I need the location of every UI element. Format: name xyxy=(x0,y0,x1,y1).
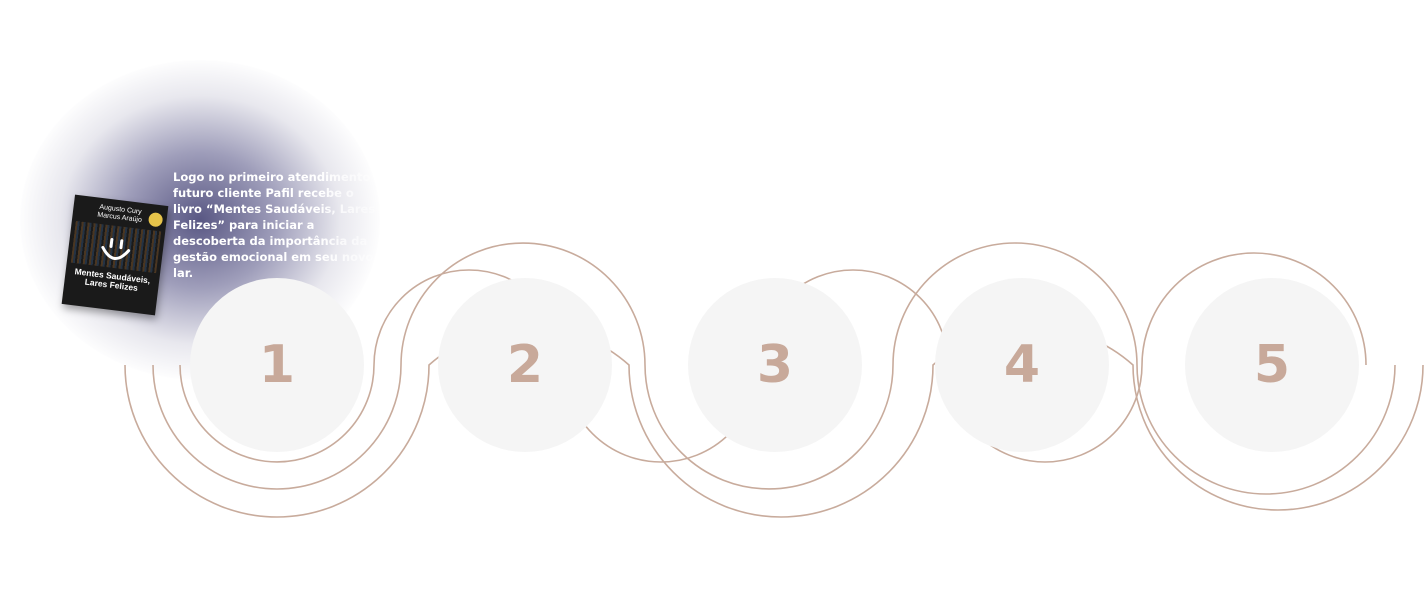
step-circle-1: 1 xyxy=(190,278,364,452)
step-1-description: Logo no primeiro atendimento o futuro cl… xyxy=(173,170,383,280)
step-circle-5: 5 xyxy=(1185,278,1359,452)
step-number: 2 xyxy=(506,335,544,395)
step-number: 4 xyxy=(1003,335,1041,395)
step-number: 5 xyxy=(1253,335,1291,395)
step-number: 1 xyxy=(258,335,296,395)
step-circle-4: 4 xyxy=(935,278,1109,452)
book-cover: Augusto Cury Marcus Araújo Mentes Saudáv… xyxy=(61,194,169,316)
step-circle-3: 3 xyxy=(688,278,862,452)
step-circle-2: 2 xyxy=(438,278,612,452)
step-number: 3 xyxy=(756,335,794,395)
smiley-icon xyxy=(101,238,131,260)
